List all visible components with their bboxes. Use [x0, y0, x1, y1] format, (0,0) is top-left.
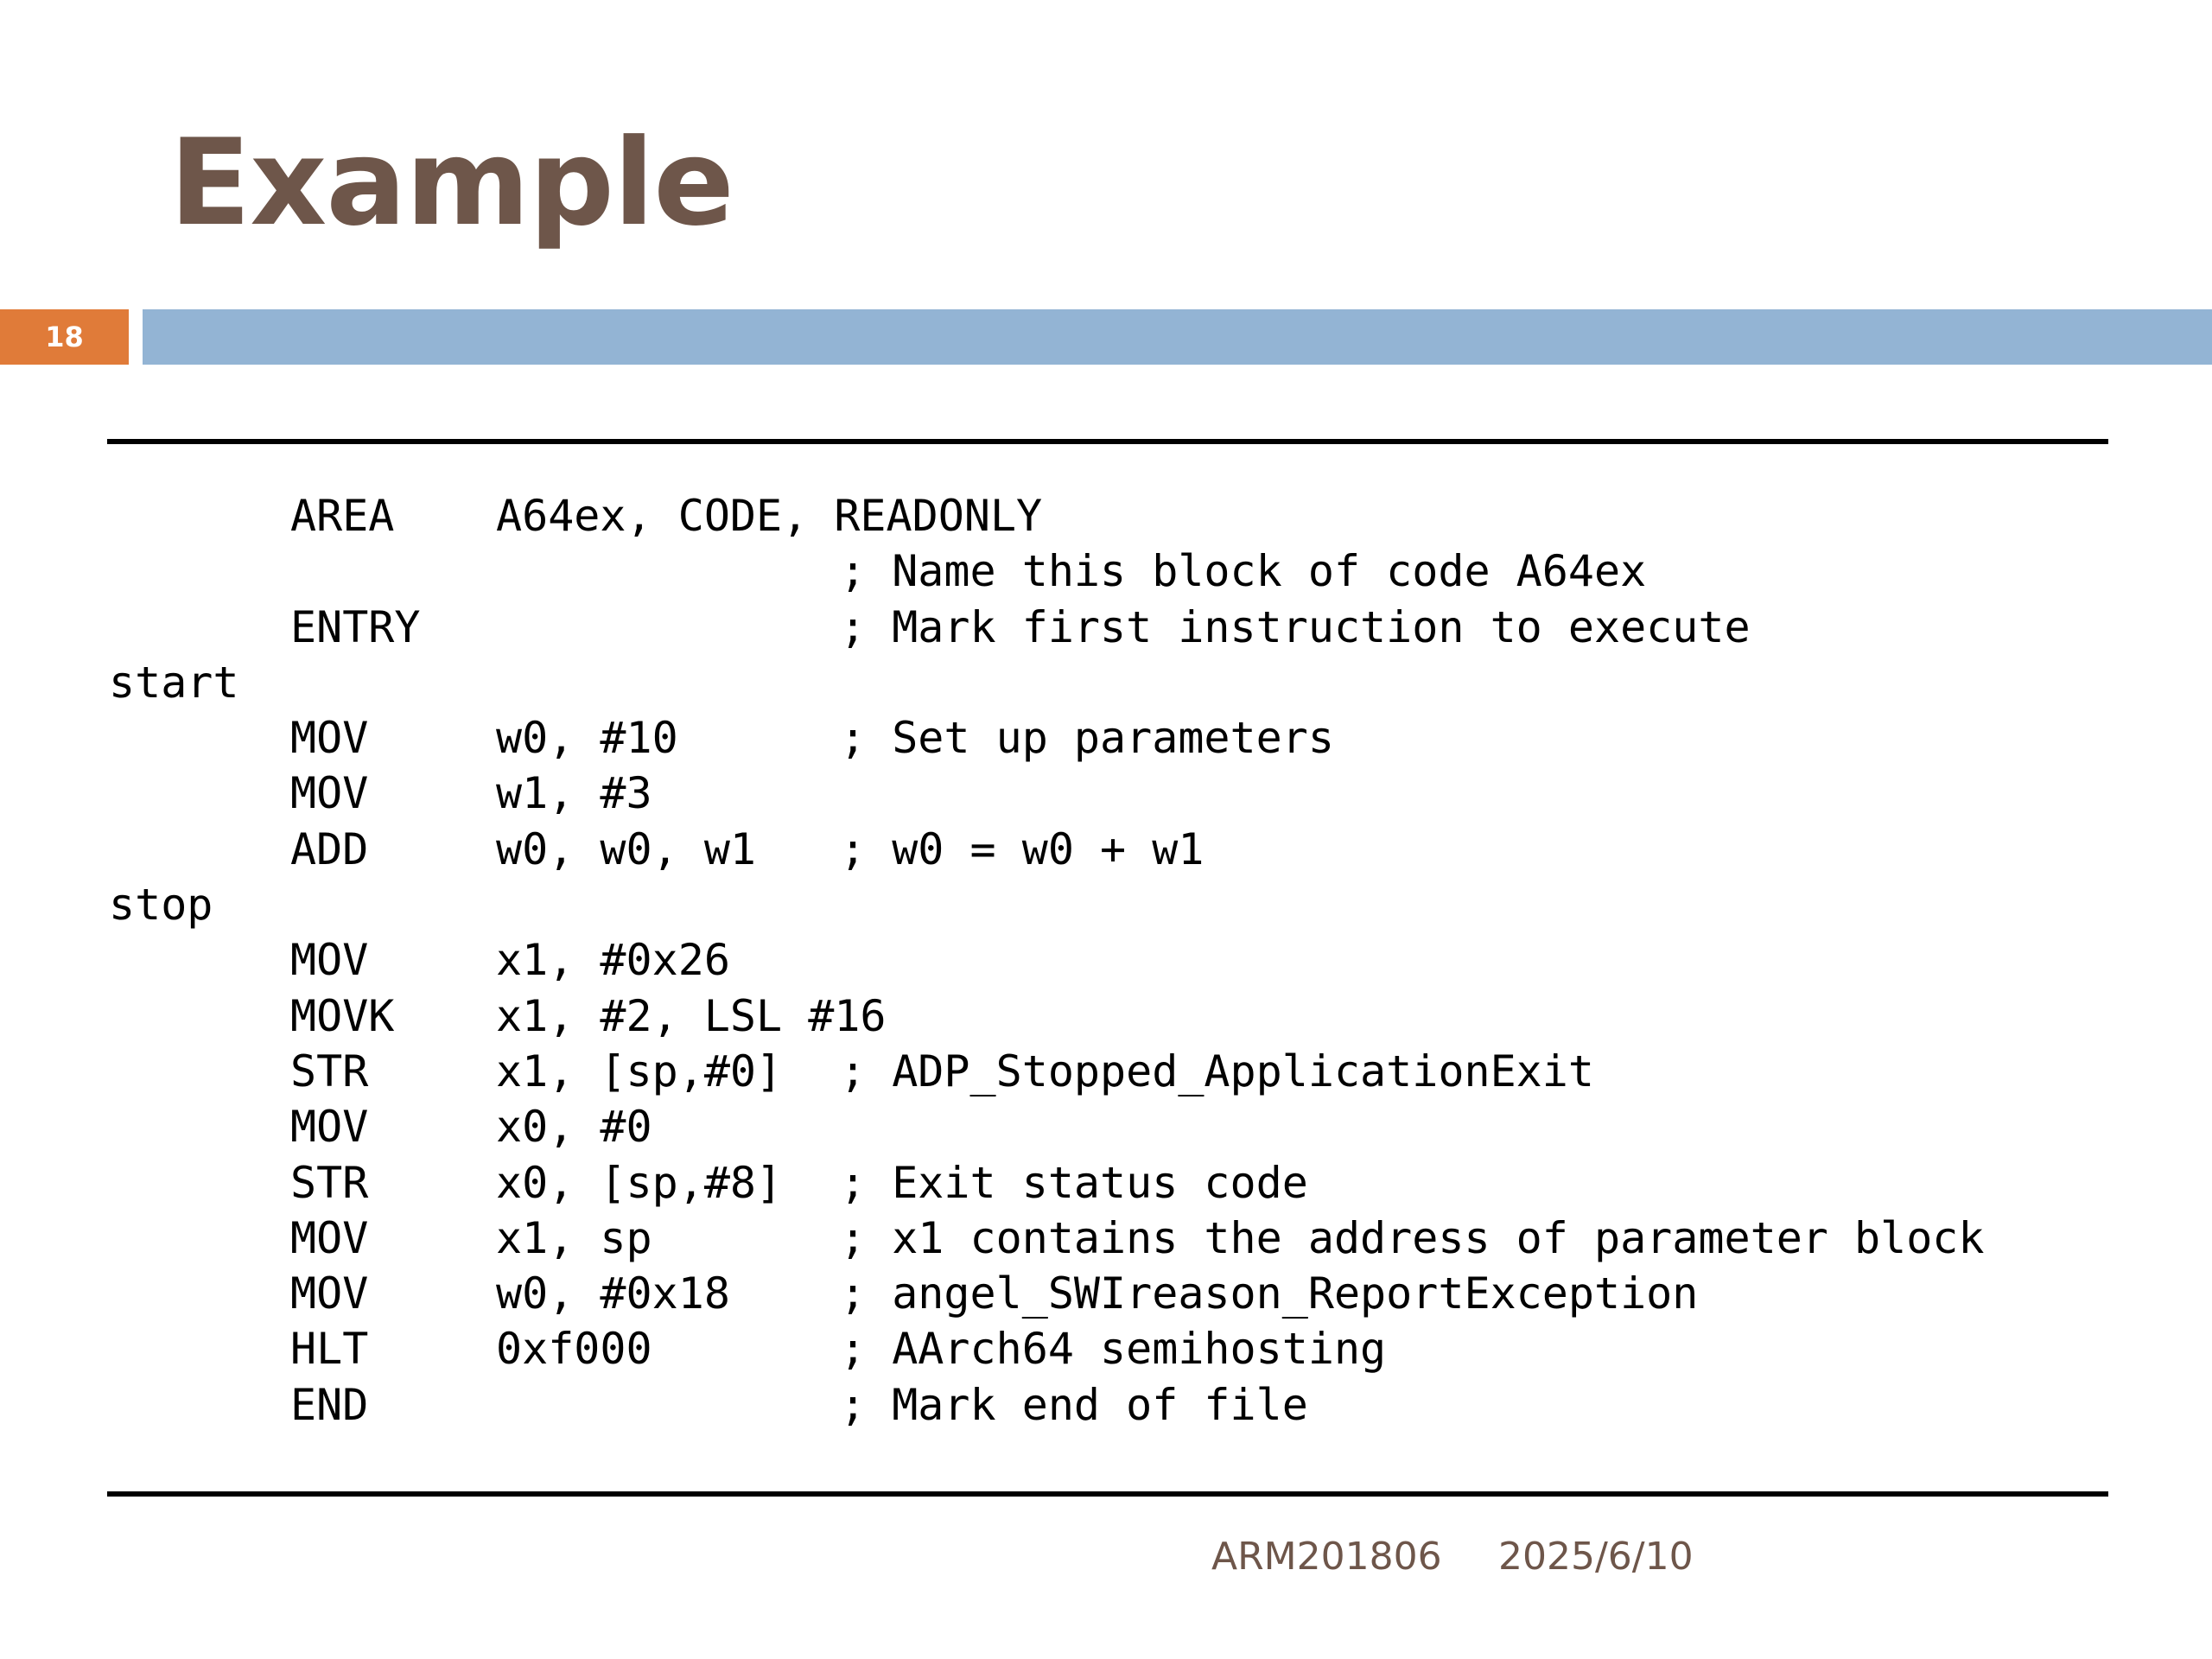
code-operands: w0, w0, w1: [496, 823, 757, 874]
code-opcode: AREA: [290, 491, 395, 541]
code-opcode: MOV: [290, 935, 369, 986]
code-line: HLT 0xf000 ; AArch64 semihosting: [107, 1321, 2108, 1376]
code-opcode: STR: [290, 1157, 369, 1208]
code-operands: x0, [sp,#8]: [496, 1157, 783, 1208]
code-line: MOV x0, #0: [107, 1099, 2108, 1154]
code-operands: x1, sp: [496, 1212, 652, 1263]
code-opcode: MOV: [290, 1102, 369, 1153]
slide-number: 18: [0, 309, 129, 365]
code-operands: w0, #10: [496, 713, 678, 764]
code-opcode: MOV: [290, 768, 369, 819]
code-comment: ; Mark first instruction to execute: [840, 601, 1751, 652]
code-line: stop: [107, 877, 2108, 932]
code-opcode: HLT: [290, 1324, 369, 1375]
code-operands: A64ex, CODE, READONLY: [496, 491, 1043, 541]
code-opcode: MOV: [290, 713, 369, 764]
code-opcode: MOV: [290, 1212, 369, 1263]
code-opcode: ENTRY: [290, 601, 421, 652]
code-line: MOVK x1, #2, LSL #16: [107, 988, 2108, 1044]
code-operands: w1, #3: [496, 768, 652, 819]
code-label: start: [109, 657, 239, 708]
code-line: ENTRY ; Mark first instruction to execute: [107, 600, 2108, 655]
code-comment: ; Set up parameters: [840, 713, 1334, 764]
code-operands: x0, #0: [496, 1102, 652, 1153]
code-listing: AREA A64ex, CODE, READONLY; Name this blo…: [107, 488, 2108, 1433]
footer-date: 2025/6/10: [1498, 1535, 1694, 1579]
code-opcode: MOVK: [290, 990, 395, 1041]
code-line: AREA A64ex, CODE, READONLY: [107, 488, 2108, 543]
code-opcode: ADD: [290, 823, 369, 874]
code-line: ; Name this block of code A64ex: [107, 543, 2108, 599]
code-operands: x1, [sp,#0]: [496, 1046, 783, 1096]
code-line: STR x0, [sp,#8] ; Exit status code: [107, 1155, 2108, 1211]
code-comment: ; Mark end of file: [840, 1379, 1308, 1430]
footer-course: ARM201806: [1211, 1535, 1442, 1579]
code-line: STR x1, [sp,#0] ; ADP_Stopped_ApplicationE…: [107, 1044, 2108, 1099]
code-opcode: END: [290, 1379, 369, 1430]
code-line: MOV x1, #0x26: [107, 932, 2108, 988]
code-opcode: STR: [290, 1046, 369, 1096]
code-comment: ; ADP_Stopped_ApplicationExit: [840, 1046, 1594, 1096]
code-line: start: [107, 655, 2108, 710]
code-operands: x1, #2, LSL #16: [496, 990, 887, 1041]
code-comment: ; x1 contains the address of parameter b…: [840, 1212, 1985, 1263]
code-label: stop: [109, 880, 213, 931]
code-line: MOV x1, sp ; x1 contains the address of pa…: [107, 1211, 2108, 1266]
code-comment: ; Exit status code: [840, 1157, 1308, 1208]
slide-title: Example: [169, 113, 734, 252]
code-top-rule: [107, 439, 2108, 444]
code-comment: ; Name this block of code A64ex: [840, 546, 1647, 597]
code-line: ADD w0, w0, w1 ; w0 = w0 + w1: [107, 822, 2108, 877]
code-comment: ; angel_SWIreason_ReportException: [840, 1268, 1699, 1319]
code-bottom-rule: [107, 1491, 2108, 1497]
code-operands: x1, #0x26: [496, 935, 730, 986]
code-comment: ; AArch64 semihosting: [840, 1324, 1387, 1375]
code-operands: w0, #0x18: [496, 1268, 730, 1319]
code-line: END ; Mark end of file: [107, 1377, 2108, 1433]
code-line: MOV w1, #3: [107, 766, 2108, 821]
header-bar: [143, 309, 2212, 365]
code-comment: ; w0 = w0 + w1: [840, 823, 1205, 874]
code-opcode: MOV: [290, 1268, 369, 1319]
code-line: MOV w0, #0x18 ; angel_SWIreason_ReportExce…: [107, 1266, 2108, 1321]
code-operands: 0xf000: [496, 1324, 652, 1375]
code-line: MOV w0, #10 ; Set up parameters: [107, 710, 2108, 766]
